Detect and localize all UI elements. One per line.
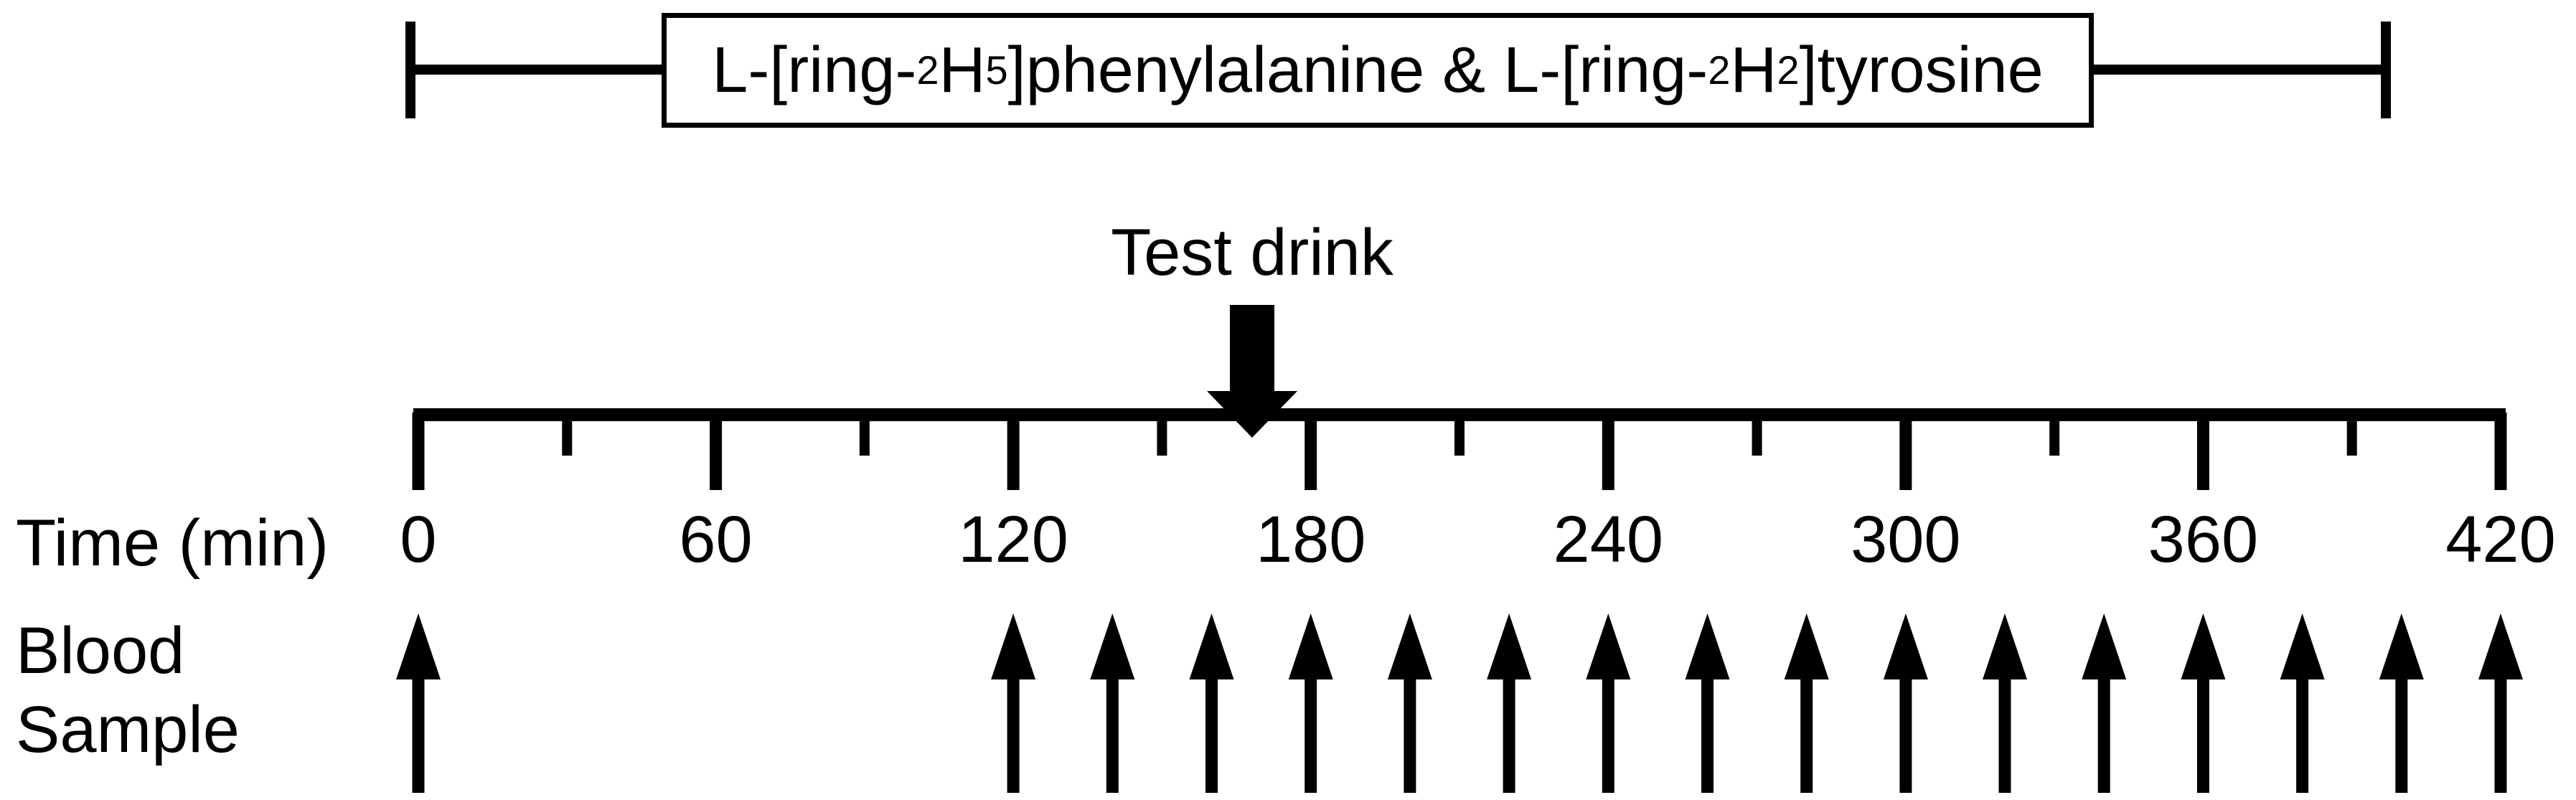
infusion-middle-text: ]phenylalanine & L-[ring- (1007, 34, 1708, 106)
blood-sample-arrow-icon-220 (1487, 613, 1532, 793)
axis-tick-label-360: 360 (2148, 503, 2259, 576)
blood-sample-arrow-icon-260 (1685, 613, 1730, 793)
blood-sample-arrow-icon-200 (1387, 613, 1432, 793)
blood-sample-arrow-icon-320 (1983, 613, 2027, 793)
blood-sample-arrow-icon-340 (2082, 613, 2127, 793)
infusion-bar (405, 22, 2391, 118)
blood-sample-arrow-icon-140 (1090, 613, 1135, 793)
blood-sample-arrows (396, 613, 2523, 793)
blood-sample-arrow-icon-240 (1586, 613, 1631, 793)
axis-tick-label-60: 60 (679, 503, 753, 576)
blood-sample-arrow-icon-160 (1189, 613, 1234, 793)
blood-sample-arrow-icon-380 (2280, 613, 2325, 793)
isotope-element-2: H (1730, 34, 1777, 106)
blood-sample-arrow-icon-300 (1883, 613, 1928, 793)
axis-tick-label-120: 120 (958, 503, 1068, 576)
blood-sample-arrow-icon-0 (396, 613, 441, 793)
test-drink-arrow-icon (1207, 305, 1297, 438)
blood-sample-arrow-icon-420 (2478, 613, 2523, 793)
blood-sample-arrow-icon-400 (2379, 613, 2424, 793)
axis-minor-ticks (562, 413, 2357, 456)
blood-sample-caption-line1: Blood (16, 614, 185, 687)
axis-tick-label-240: 240 (1553, 503, 1664, 576)
time-axis (412, 408, 2507, 490)
infusion-suffix-text: ]tyrosine (1799, 34, 2044, 106)
isotope-element-1: H (939, 34, 986, 106)
blood-sample-arrow-icon-180 (1288, 613, 1333, 793)
blood-sample-caption-line2: Sample (16, 693, 240, 766)
infusion-prefix-1: L-[ring- (712, 34, 917, 106)
blood-sample-arrow-icon-120 (991, 613, 1036, 793)
blood-sample-arrow-icon-280 (1784, 613, 1829, 793)
blood-sample-arrow-icon-360 (2181, 613, 2226, 793)
axis-tick-label-300: 300 (1851, 503, 1961, 576)
axis-tick-label-420: 420 (2445, 503, 2556, 576)
axis-major-ticks (412, 413, 2507, 490)
axis-tick-label-0: 0 (400, 503, 437, 576)
axis-tick-label-180: 180 (1255, 503, 1366, 576)
test-drink-label: Test drink (1111, 216, 1393, 289)
test-drink-arrow-shape (1207, 305, 1297, 438)
time-axis-caption: Time (min) (16, 507, 329, 580)
